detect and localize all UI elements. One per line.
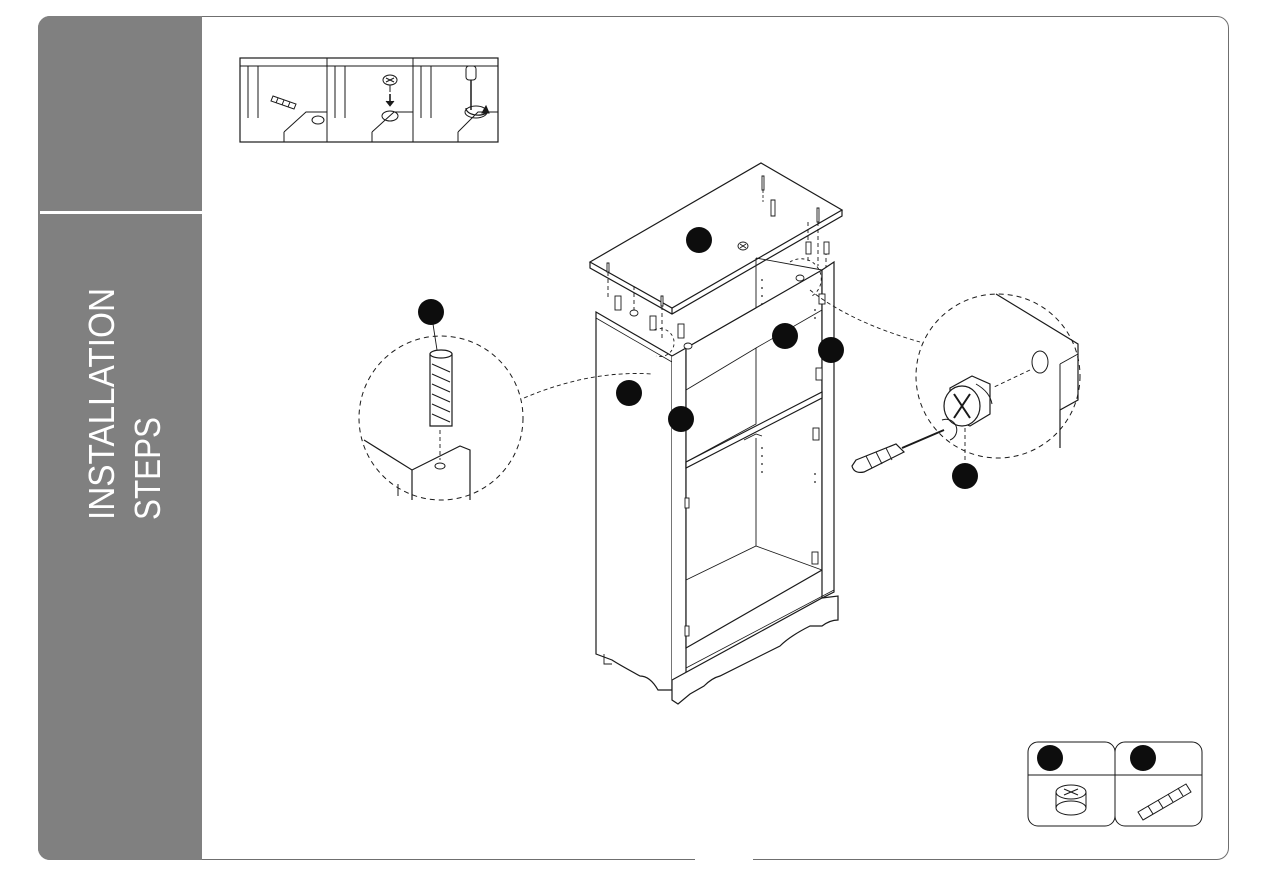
back-panel bbox=[686, 270, 822, 648]
hardware-legend bbox=[1028, 742, 1202, 826]
screwdriver-detail-icon bbox=[852, 430, 944, 472]
instruction-strip bbox=[240, 58, 498, 142]
step-panel-insert-dowel bbox=[248, 66, 327, 142]
left-side-panel bbox=[596, 312, 672, 690]
part-marker-back-panel bbox=[772, 323, 798, 349]
down-arrow-icon bbox=[386, 94, 394, 106]
step-panel-tighten-cam-lock bbox=[421, 66, 498, 142]
cam-lock-detail-icon bbox=[944, 376, 992, 426]
part-marker-dowel bbox=[418, 299, 444, 325]
dowel-icon bbox=[1138, 784, 1191, 820]
dowel-icon bbox=[271, 96, 296, 109]
part-marker-top-panel bbox=[686, 227, 712, 253]
right-side-panel bbox=[822, 262, 834, 598]
part-marker-front-edge bbox=[668, 406, 694, 432]
footer-gap bbox=[695, 854, 753, 864]
cam-bolt-icon bbox=[383, 75, 397, 92]
step-panel-insert-cam-bolt bbox=[335, 66, 413, 142]
cam-lock-detail-callout bbox=[810, 290, 1080, 472]
part-marker-right-side bbox=[818, 337, 844, 363]
screwdriver-icon bbox=[466, 66, 476, 110]
part-marker-cam-lock bbox=[952, 463, 978, 489]
dowel-detail-icon bbox=[430, 350, 452, 426]
part-marker-left-side bbox=[616, 380, 642, 406]
cabinet-body bbox=[596, 242, 838, 704]
cam-lock-icon bbox=[1056, 785, 1086, 815]
